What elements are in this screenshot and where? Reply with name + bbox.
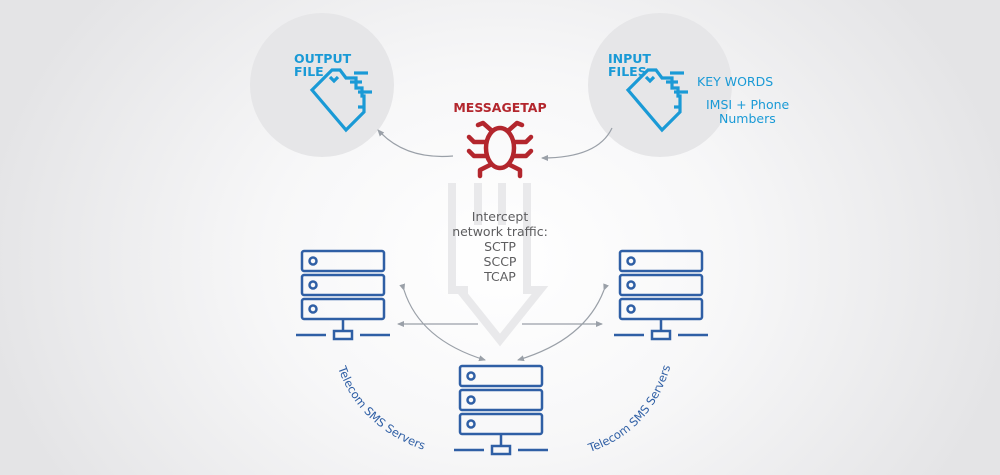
file-icon xyxy=(309,68,372,133)
input-files-circle xyxy=(588,13,732,157)
arrow-to-output-file xyxy=(377,129,454,158)
intercept-line-2: network traffic: xyxy=(452,224,548,239)
intercept-line-3: SCTP xyxy=(484,239,516,254)
input-files-label-line1: INPUT xyxy=(608,51,651,66)
intercept-line-5: TCAP xyxy=(483,269,516,284)
input-files-label-line2: FILES xyxy=(608,64,647,79)
bug-icon xyxy=(466,120,534,179)
output-file-label-line1: OUTPUT xyxy=(294,51,352,66)
arrow-from-input-files xyxy=(541,127,613,161)
arrow-right-server-to-center xyxy=(517,283,609,362)
input-item-key-words: KEY WORDS xyxy=(697,74,773,89)
malware-label: MESSAGETAP xyxy=(453,100,546,115)
server-group-label-right: Telecom SMS Servers xyxy=(585,363,673,455)
server-icon xyxy=(614,249,708,341)
server-group-label-left: Telecom SMS Servers xyxy=(335,363,427,452)
arrow-left-server-to-center xyxy=(399,283,486,362)
input-item-numbers: Numbers xyxy=(719,111,776,126)
server-icon xyxy=(454,364,548,456)
server-icon xyxy=(296,249,390,341)
input-item-imsi-phone: IMSI + Phone xyxy=(706,97,790,112)
output-file-circle xyxy=(250,13,394,157)
intercept-line-1: Intercept xyxy=(472,209,529,224)
output-file-label-line2: FILE xyxy=(294,64,324,79)
file-icon xyxy=(625,68,688,133)
intercept-line-4: SCCP xyxy=(484,254,517,269)
